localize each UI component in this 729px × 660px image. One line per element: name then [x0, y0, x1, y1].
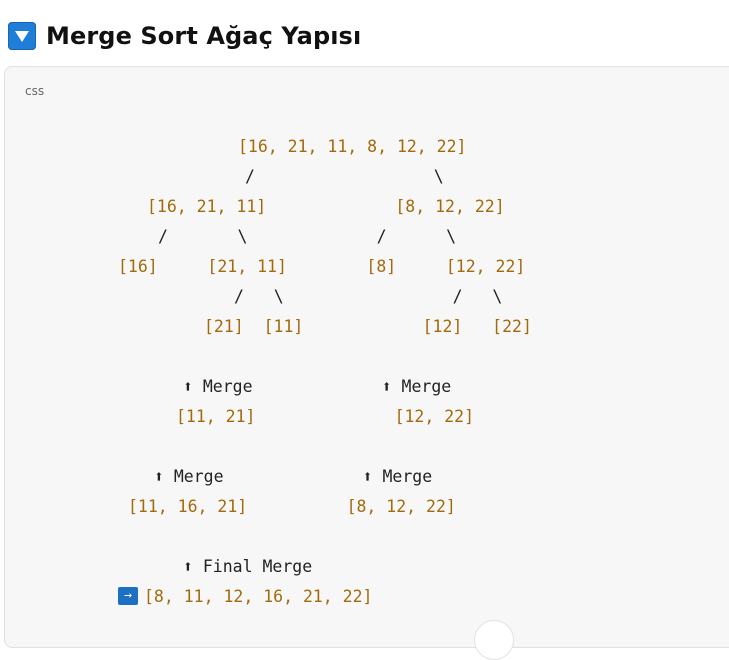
code-text: \: [433, 167, 444, 186]
array-token: [12, 22]: [394, 407, 475, 426]
code-text: /: [234, 287, 244, 306]
code-text: \: [492, 287, 503, 306]
code-line: / \ / \: [234, 287, 502, 307]
code-text: ⬆ Merge: [154, 467, 224, 486]
code-text: [255, 167, 434, 186]
code-text: [168, 227, 238, 246]
code-line: / \ / \: [158, 227, 456, 247]
code-text: \: [237, 227, 248, 246]
code-text: ⬆ Merge: [183, 377, 253, 396]
code-line: ⬆ Merge ⬆ Merge: [154, 467, 432, 487]
code-text: /: [245, 167, 255, 186]
code-text: [303, 317, 422, 336]
array-token: [11, 16, 21]: [128, 497, 248, 516]
code-line: → [8, 11, 12, 16, 21, 22]: [118, 586, 373, 607]
array-token: [16, 21, 11]: [147, 197, 267, 216]
code-text: ⬆ Merge: [362, 467, 433, 486]
code-text: [253, 377, 382, 396]
code-text: [387, 227, 447, 246]
code-line: / \: [245, 167, 444, 187]
code-text: [224, 467, 363, 486]
code-text: [396, 257, 446, 276]
array-token: [22]: [492, 317, 532, 336]
code-line: [16, 21, 11, 8, 12, 22]: [238, 137, 466, 157]
code-line: [21] [11] [12] [22]: [204, 317, 532, 337]
array-token: [8, 12, 22]: [346, 497, 456, 516]
arrow-down-square-icon[interactable]: [8, 22, 36, 50]
code-text: ⬆ Merge: [381, 377, 452, 396]
code-text: [244, 287, 274, 306]
array-token: [12, 22]: [445, 257, 526, 276]
arrow-right-icon: →: [118, 586, 138, 605]
array-token: [8, 12, 22]: [395, 197, 505, 216]
code-line: ⬆ Merge ⬆ Merge: [183, 377, 451, 397]
array-token: [8]: [366, 257, 397, 276]
code-block: css [16, 21, 11, 8, 12, 22] / \ [16, 21, 1…: [4, 66, 729, 648]
code-text: [247, 497, 346, 516]
code-text: [266, 197, 395, 216]
array-token: [12]: [422, 317, 463, 336]
section-heading: Merge Sort Ağaç Yapısı: [8, 18, 361, 54]
code-text: /: [376, 227, 387, 246]
array-token: [21]: [204, 317, 244, 336]
code-text: /: [158, 227, 168, 246]
code-text: [284, 287, 453, 306]
code-line: [16, 21, 11] [8, 12, 22]: [147, 197, 505, 217]
scroll-down-button[interactable]: [474, 620, 514, 660]
array-token: [21, 11]: [207, 257, 287, 276]
code-line: [11, 21] [12, 22]: [176, 407, 474, 427]
code-text: [287, 257, 366, 276]
array-token: [11]: [263, 317, 304, 336]
code-text: \: [273, 287, 284, 306]
code-text: [462, 317, 492, 336]
code-text: \: [446, 227, 457, 246]
array-token: [16]: [118, 257, 158, 276]
section-title: Merge Sort Ağaç Yapısı: [46, 22, 362, 50]
code-text: /: [452, 287, 463, 306]
code-text: [244, 317, 264, 336]
code-language-label: css: [25, 84, 45, 98]
array-token: [16, 21, 11, 8, 12, 22]: [238, 137, 467, 156]
code-text: [158, 257, 208, 276]
array-token: [11, 21]: [176, 407, 256, 426]
code-text: [255, 407, 394, 426]
code-line: [11, 16, 21] [8, 12, 22]: [128, 497, 456, 517]
code-text: [463, 287, 493, 306]
code-text: [247, 227, 376, 246]
array-token: [8, 11, 12, 16, 21, 22]: [144, 587, 373, 606]
code-line: [16] [21, 11] [8] [12, 22]: [118, 257, 525, 277]
code-line: ⬆ Final Merge: [183, 557, 312, 577]
code-text: ⬆ Final Merge: [183, 557, 313, 576]
